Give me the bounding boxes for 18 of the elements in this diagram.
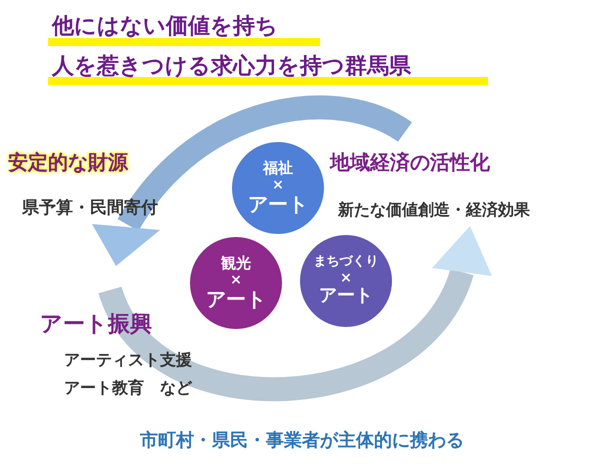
title-line: 人を惹きつける求心力を持つ群馬県 <box>52 54 411 80</box>
circle-text: アート <box>319 286 373 307</box>
section-text: 新たな価値創造・経済効果 <box>338 200 530 220</box>
section-text: アーティスト支援 <box>64 350 192 370</box>
circle-text: まちづくり <box>314 255 378 270</box>
circle-text: アート <box>206 288 266 312</box>
circle-text: アート <box>248 193 308 216</box>
footer-text: 市町村・県民・事業者が主体的に携わる <box>140 430 464 452</box>
circle-text: 福祉 <box>263 160 293 178</box>
section-heading: アート振興 <box>40 312 152 338</box>
section-text: アート教育 など <box>64 378 192 398</box>
section-heading: 地域経済の活性化 <box>330 150 490 174</box>
circle-text: × <box>230 272 242 288</box>
title-line: 他にはない価値を持ち <box>52 14 278 40</box>
circle-text: × <box>272 177 284 194</box>
section-heading: 安定的な財源 <box>8 150 128 174</box>
circle-text: × <box>340 270 352 286</box>
circle-text: 観光 <box>221 254 251 272</box>
